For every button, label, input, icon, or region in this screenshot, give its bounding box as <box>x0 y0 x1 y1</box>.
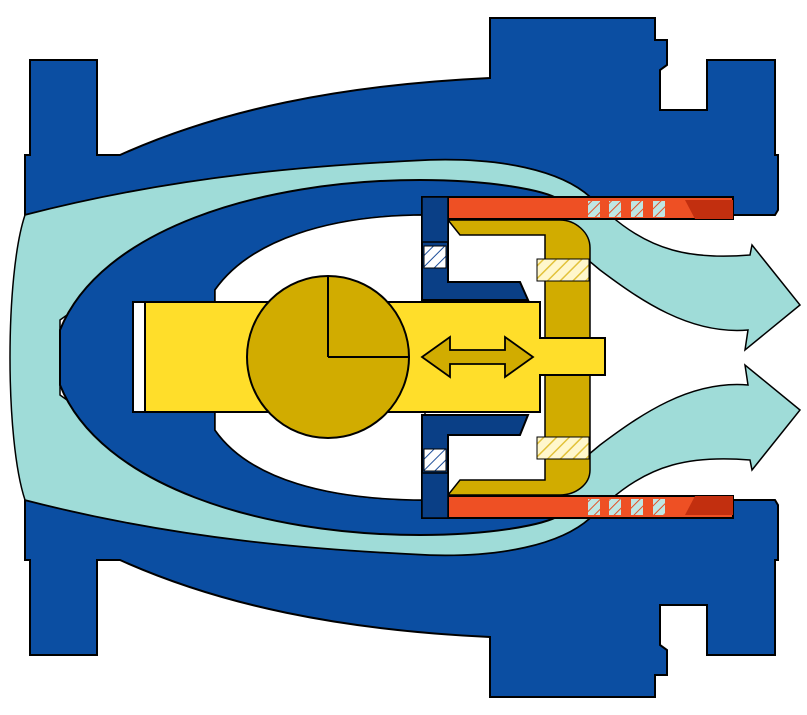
seat-edge-lower <box>421 472 449 519</box>
outlet-sleeve-lower <box>447 495 734 519</box>
shaft-end-cap <box>132 301 146 413</box>
rotor-disc <box>246 275 410 439</box>
cage-port-lower <box>536 436 590 460</box>
seat-edge-upper <box>421 196 449 243</box>
outlet-sleeve-upper <box>447 196 734 220</box>
movement-arrow <box>420 335 535 379</box>
cage-port-upper <box>536 258 590 282</box>
